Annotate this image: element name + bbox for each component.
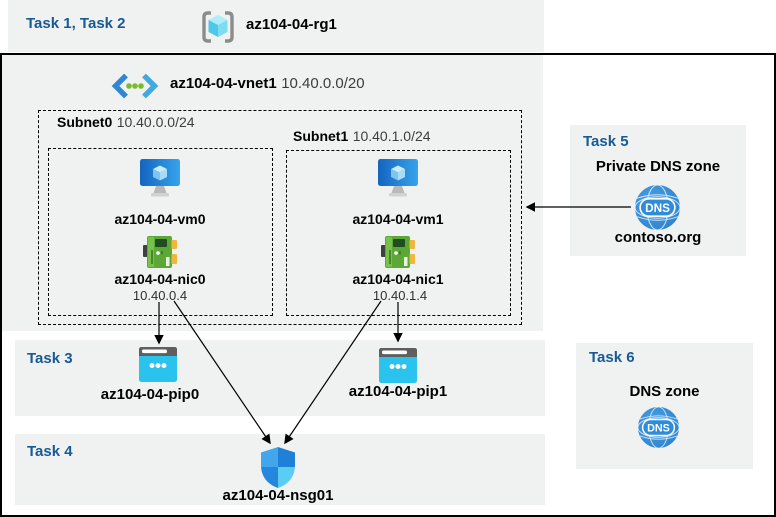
- private-dns-zone-icon: DNS: [634, 184, 681, 231]
- task4-label: Task 4: [27, 443, 73, 460]
- vnet-name: az104-04-vnet1: [170, 75, 277, 92]
- pip0-icon: [139, 347, 177, 382]
- vm1-name: az104-04-vm1: [352, 211, 444, 227]
- subnet0-name: Subnet0: [57, 114, 113, 130]
- vnet-cidr: 10.40.0.0/20: [281, 75, 365, 92]
- nic1-name: az104-04-nic1: [352, 271, 444, 287]
- subnets-dashed-container: [38, 110, 522, 325]
- dns-badge-text: DNS: [645, 202, 670, 215]
- task1-2-label: Task 1, Task 2: [26, 15, 126, 32]
- vm1-icon: [376, 159, 420, 199]
- nic1-icon: [380, 235, 416, 269]
- dns-zone-icon: DNS: [637, 406, 680, 449]
- vm0-icon: [138, 159, 182, 199]
- task1-2-band: [8, 0, 544, 52]
- pip1-icon: [379, 348, 417, 383]
- subnet0-title: Subnet0 10.40.0.0/24: [57, 114, 195, 132]
- task3-band: [15, 340, 545, 416]
- task5-title: Private DNS zone: [595, 158, 721, 175]
- nsg-name: az104-04-nsg01: [222, 487, 334, 504]
- vm0-name: az104-04-vm0: [114, 211, 206, 227]
- nsg-shield-icon: [259, 446, 297, 489]
- nic0-icon: [142, 235, 178, 269]
- pip0-name: az104-04-pip0: [100, 386, 200, 403]
- task6-box: [576, 343, 753, 469]
- subnet0-cidr: 10.40.0.0/24: [116, 114, 195, 130]
- nic0-name: az104-04-nic0: [114, 271, 206, 287]
- task6-label: Task 6: [589, 349, 635, 366]
- subnet0-box: [48, 148, 273, 316]
- nic1-ip: 10.40.1.4: [372, 288, 428, 303]
- pip1-name: az104-04-pip1: [348, 383, 448, 400]
- task5-label: Task 5: [583, 133, 629, 150]
- private-dns-zone-name: contoso.org: [614, 229, 702, 246]
- dns-badge-text: DNS: [647, 423, 670, 435]
- vnet-title: az104-04-vnet1 10.40.0.0/20: [170, 75, 365, 93]
- subnet1-title: Subnet1 10.40.1.0/24: [293, 128, 431, 146]
- virtual-network-icon: [110, 72, 160, 100]
- task6-title: DNS zone: [629, 383, 700, 400]
- task3-label: Task 3: [27, 350, 73, 367]
- subnet1-cidr: 10.40.1.0/24: [352, 128, 431, 144]
- resource-group-name: az104-04-rg1: [246, 16, 337, 33]
- subnet1-name: Subnet1: [293, 128, 349, 144]
- nic0-ip: 10.40.0.4: [132, 288, 188, 303]
- resource-group-icon: [198, 7, 238, 47]
